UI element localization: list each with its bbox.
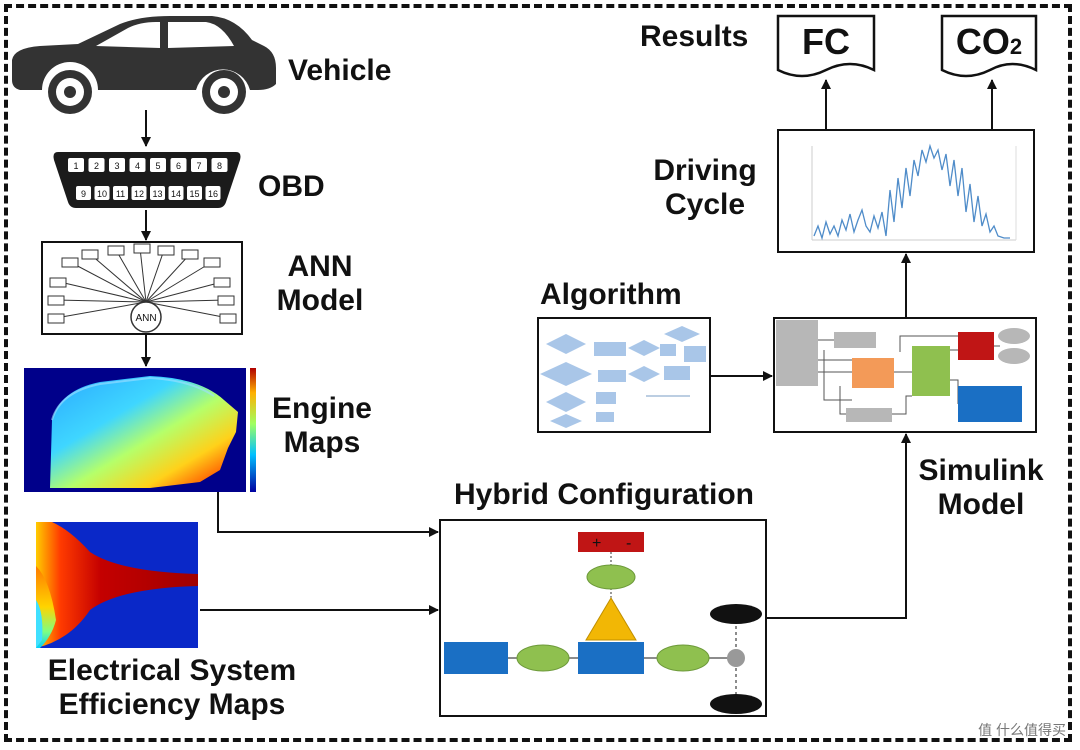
arrow-hybrid-simulink <box>766 433 911 619</box>
battery-plus-label: + <box>592 535 601 552</box>
obd-pin-label: 9 <box>81 189 86 199</box>
ann-node-label: ANN <box>135 313 156 324</box>
outer-dashed-frame <box>4 4 1072 742</box>
engine-maps-label: Engine Maps <box>262 392 382 460</box>
algorithm-label: Algorithm <box>540 278 682 311</box>
electrical-system-label-line1: Electrical System <box>47 654 297 687</box>
co2-label-base: CO <box>955 21 1010 62</box>
obd-pin-label: 1 <box>73 161 78 171</box>
obd-pin <box>150 158 166 172</box>
obd-pin <box>68 158 84 172</box>
obd-pin-label: 2 <box>94 161 99 171</box>
co2-result-document <box>940 14 1038 78</box>
converter-ellipse <box>586 564 636 590</box>
differential-node <box>727 649 745 667</box>
algorithm-flowchart <box>540 326 706 428</box>
ann-model-label: ANN Model <box>270 250 370 318</box>
vehicle-label: Vehicle <box>288 54 392 87</box>
driving-cycle-label: Driving Cycle <box>640 154 770 222</box>
obd-pin-label: 6 <box>176 161 181 171</box>
motor-block <box>578 642 644 674</box>
obd-pin <box>150 186 165 200</box>
electrical-system-label: Electrical System Efficiency Maps <box>22 654 322 722</box>
electrical-efficiency-map-image <box>36 522 198 648</box>
driving-cycle-label-line2: Cycle <box>664 188 746 221</box>
obd-pin-label: 5 <box>155 161 160 171</box>
engine-map-image <box>24 368 256 492</box>
driving-cycle-label-line1: Driving <box>653 154 757 187</box>
obd-pin-label: 4 <box>135 161 140 171</box>
obd-pin-label: 15 <box>189 189 199 199</box>
gearbox-ellipse <box>656 644 710 672</box>
ann-network-icon <box>47 243 237 333</box>
battery-block <box>578 532 644 552</box>
ann-model-label-line2: Model <box>276 284 364 317</box>
obd-pin <box>170 158 187 172</box>
battery-minus-label: - <box>626 535 631 552</box>
obd-pin-label: 10 <box>97 189 107 199</box>
obd-pin <box>187 186 202 200</box>
obd-pin <box>109 158 125 172</box>
ann-model-label-line1: ANN <box>287 250 353 283</box>
fc-result-document <box>776 14 876 78</box>
hybrid-powertrain-diagram <box>444 532 762 714</box>
engine-maps-label-line1: Engine <box>271 392 372 425</box>
arrow-engine-hybrid <box>217 492 439 537</box>
watermark-text: 值 什么值得买 <box>978 722 1066 738</box>
obd-pin-label: 14 <box>171 189 181 199</box>
obd-pin-label: 12 <box>134 189 144 199</box>
engine-block <box>444 642 508 674</box>
obd-label: OBD <box>258 170 325 203</box>
obd-pin <box>88 158 105 172</box>
obd-pin-label: 16 <box>208 189 218 199</box>
car-icon <box>12 16 276 114</box>
obd-pin <box>205 186 221 200</box>
simulink-model-label-line1: Simulink <box>918 454 1044 487</box>
co2-label-subscript: 2 <box>1009 34 1023 59</box>
clutch-ellipse <box>516 644 570 672</box>
obd-pin-label: 8 <box>217 161 222 171</box>
obd-pin-label: 11 <box>116 189 125 199</box>
driving-cycle-plot <box>811 143 1017 241</box>
co2-label: CO2 <box>942 22 1036 67</box>
obd-pin <box>113 186 128 200</box>
obd-pin <box>129 158 146 172</box>
wheel-bottom <box>710 694 762 714</box>
wheel-top <box>710 604 762 624</box>
obd-pin-label: 3 <box>114 161 119 171</box>
obd-pin-label: 13 <box>152 189 162 199</box>
obd-pin <box>131 186 147 200</box>
obd-pin-label: 7 <box>196 161 201 171</box>
simulink-diagram <box>776 320 1030 422</box>
driving-cycle-box <box>777 129 1035 253</box>
inverter-triangle <box>585 597 637 641</box>
results-label: Results <box>640 20 749 53</box>
simulink-model-label: Simulink Model <box>896 454 1066 522</box>
obd-pin <box>76 186 91 200</box>
obd-pin <box>168 186 184 200</box>
electrical-system-label-line2: Efficiency Maps <box>58 688 286 721</box>
hybrid-configuration-label: Hybrid Configuration <box>454 478 754 511</box>
obd-pin <box>211 158 228 172</box>
obd-pin <box>191 158 207 172</box>
obd-pin <box>94 186 110 200</box>
engine-maps-label-line2: Maps <box>283 426 361 459</box>
fc-label: FC <box>802 21 850 62</box>
simulink-model-label-line2: Model <box>937 488 1025 521</box>
